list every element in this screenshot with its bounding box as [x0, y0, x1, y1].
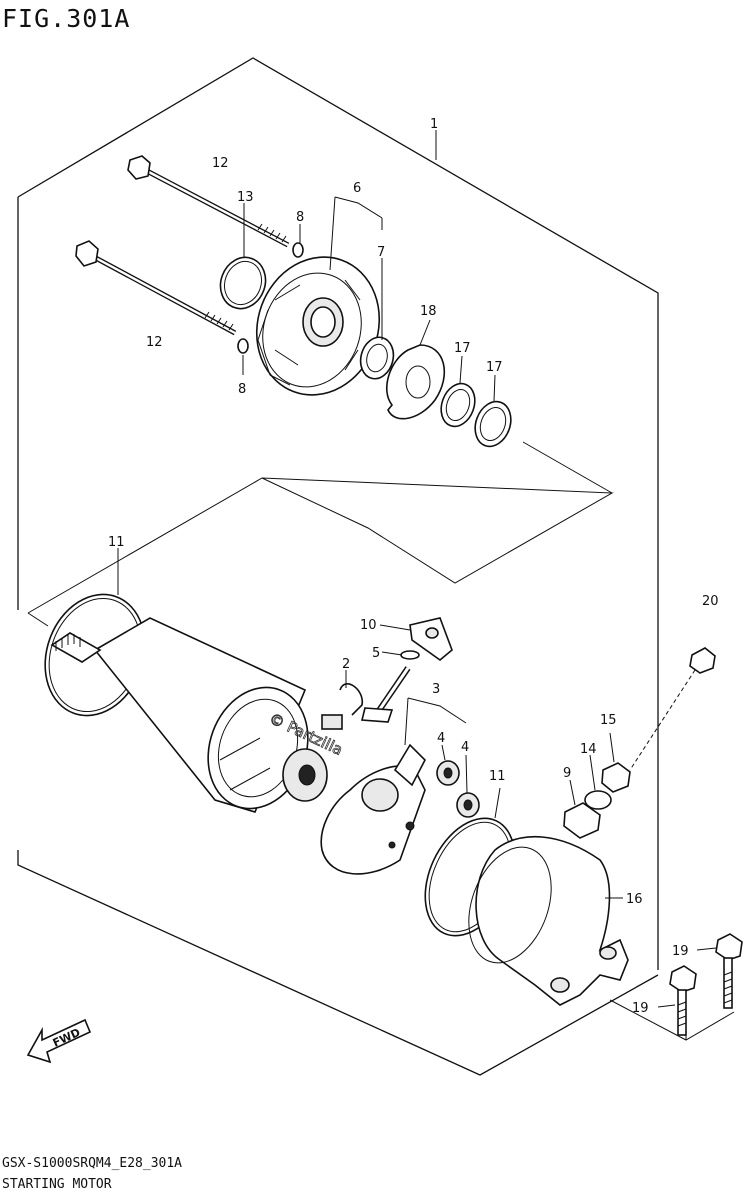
callout-19-right: 19 [672, 944, 689, 959]
callout-11-left: 11 [108, 535, 125, 550]
callout-11-right: 11 [489, 769, 506, 784]
callout-17-b: 17 [486, 360, 503, 375]
figure-name: STARTING MOTOR [2, 1177, 112, 1192]
washer-17-b [474, 400, 512, 448]
callout-10: 10 [360, 618, 377, 633]
callout-4-b: 4 [461, 740, 469, 755]
front-housing-6 [255, 256, 381, 396]
callout-1: 1 [430, 117, 438, 132]
bolt-19-right [715, 933, 743, 1009]
through-bolt-lower [75, 240, 237, 336]
through-bolt-upper [127, 155, 290, 248]
callout-15: 15 [600, 713, 617, 728]
callout-12-upper: 12 [212, 156, 229, 171]
callout-4-a: 4 [437, 731, 445, 746]
lock-plate-18 [386, 344, 446, 420]
callout-2: 2 [342, 657, 350, 672]
fwd-arrow: FWD [26, 1018, 92, 1064]
callout-5: 5 [372, 646, 380, 661]
figure-code: GSX-S1000SRQM4_E28_301A [2, 1156, 183, 1171]
leader-lines [117, 196, 717, 1008]
washer-8-lower [237, 338, 249, 354]
callout-16: 16 [626, 892, 643, 907]
nut-9 [563, 802, 601, 839]
bolt-19-left [669, 965, 697, 1036]
callout-20: 20 [702, 594, 719, 609]
washer-8-upper [292, 242, 304, 258]
brush-plate-3 [320, 683, 426, 875]
callout-12-lower: 12 [146, 335, 163, 350]
armature-body [50, 617, 328, 813]
cap-20 [689, 647, 716, 674]
callout-9: 9 [563, 766, 571, 781]
terminal-bolt-2 [360, 666, 411, 723]
washer-14 [584, 790, 612, 810]
callout-7: 7 [377, 245, 385, 260]
callout-14: 14 [580, 742, 597, 757]
rear-housing-16 [468, 835, 629, 1006]
o-ring-13 [219, 256, 267, 310]
callout-8-upper: 8 [296, 210, 304, 225]
callout-8-lower: 8 [238, 382, 246, 397]
terminal-cap-10 [409, 617, 453, 662]
callout-labels: 1 12 13 6 8 7 12 8 18 17 17 11 10 5 2 3 … [108, 117, 719, 1016]
nut-15 [601, 762, 631, 793]
callout-17-a: 17 [454, 341, 471, 356]
assembly-outline [17, 57, 687, 1076]
callout-3: 3 [432, 682, 440, 697]
figure-title: FIG.301A [2, 4, 131, 33]
washer-5 [400, 650, 420, 660]
callout-13: 13 [237, 190, 254, 205]
callout-18: 18 [420, 304, 437, 319]
callout-6: 6 [353, 181, 361, 196]
washer-17-a [440, 382, 476, 428]
callout-19-left: 19 [632, 1001, 649, 1016]
